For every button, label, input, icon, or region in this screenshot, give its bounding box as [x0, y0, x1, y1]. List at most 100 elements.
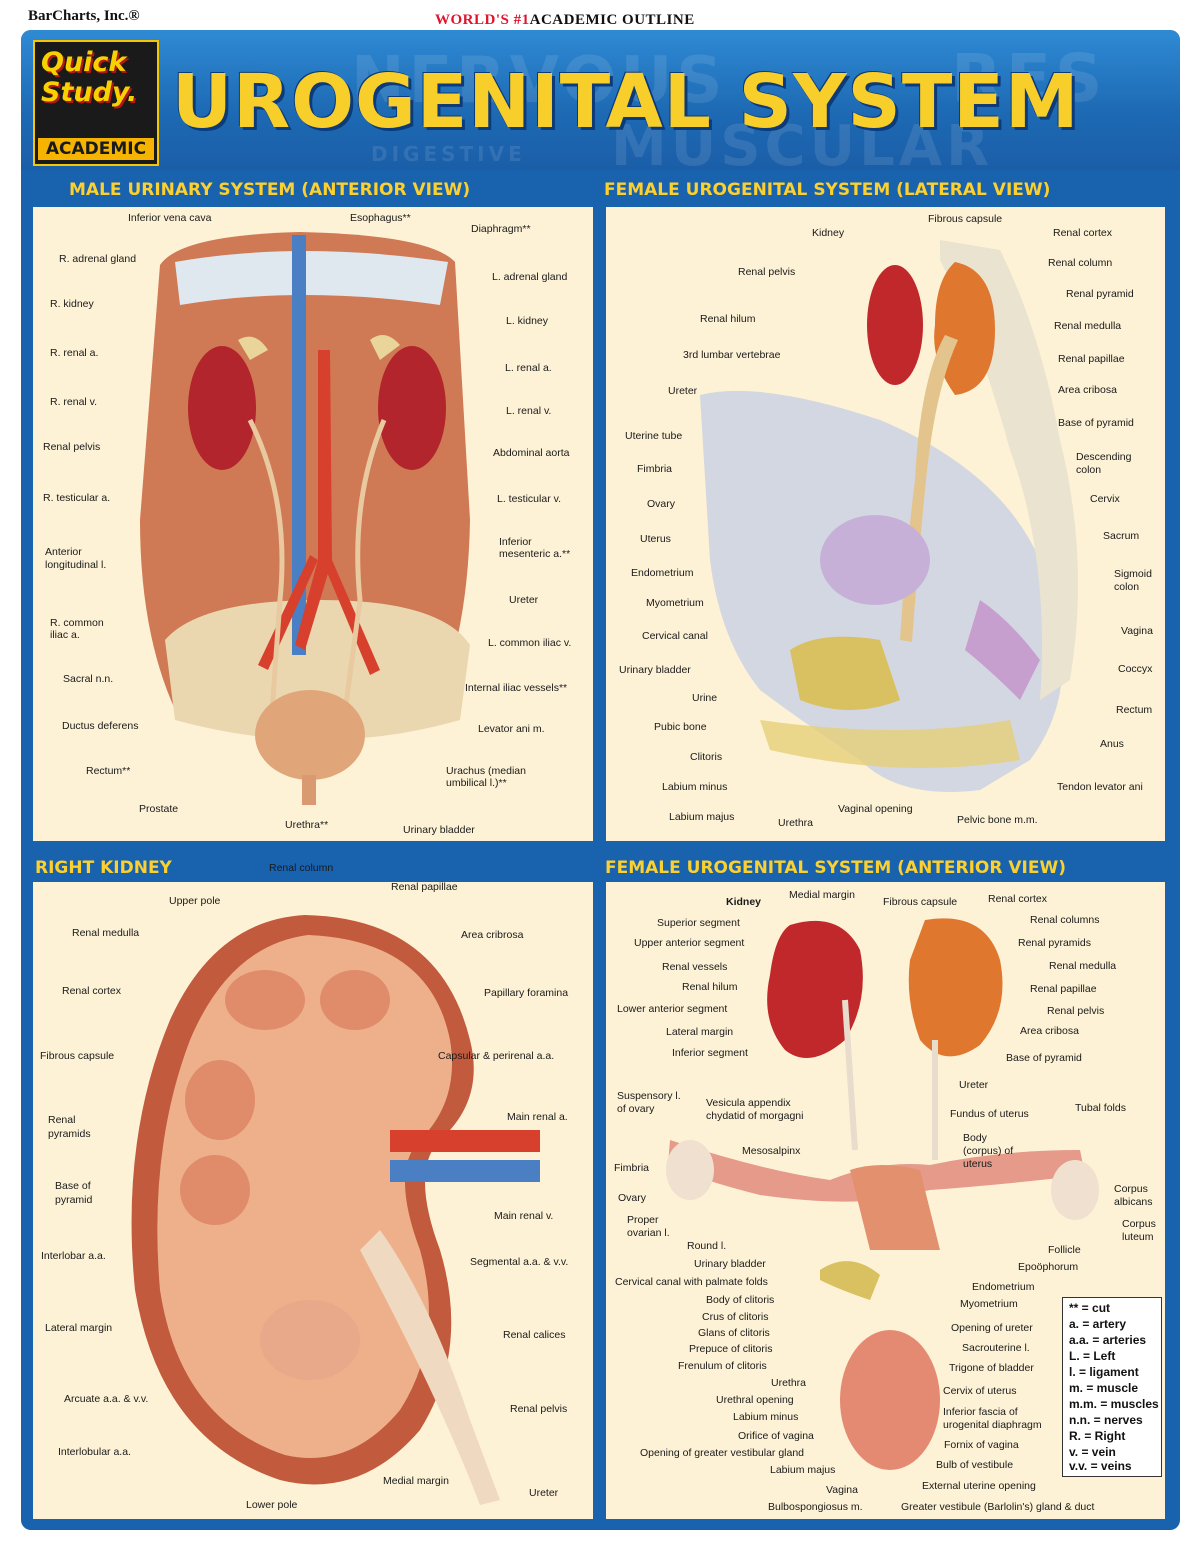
label-crus-of-clitoris: Crus of clitoris: [702, 1311, 769, 1323]
legend-item: l. = ligament: [1069, 1365, 1139, 1379]
label-vagina: Vagina: [826, 1484, 858, 1496]
label-body-of-uterus-3: uterus: [963, 1158, 992, 1170]
label-follicle: Follicle: [1048, 1244, 1081, 1256]
label-fibrous-capsule: Fibrous capsule: [40, 1050, 114, 1062]
label-diaphragm: Diaphragm**: [471, 223, 531, 235]
legend-item: n.n. = nerves: [1069, 1413, 1143, 1427]
label-cervix: Cervix: [1090, 493, 1120, 505]
label-l-testicular-v: L. testicular v.: [497, 493, 561, 505]
female-anterior-illustration: [666, 918, 1099, 1470]
label-ureter: Ureter: [529, 1487, 558, 1499]
label-prepuce-of-clitoris: Prepuce of clitoris: [689, 1343, 772, 1355]
label-vesicula-appendix-2: chydatid of morgagni: [706, 1110, 803, 1122]
abbreviation-legend: ** = cut a. = artery a.a. = arteries L. …: [1062, 1297, 1162, 1477]
label-medial-margin: Medial margin: [789, 889, 855, 901]
label-r-common-iliac-2: iliac a.: [50, 629, 80, 641]
label-renal-cortex: Renal cortex: [1053, 227, 1112, 239]
label-ureter: Ureter: [509, 594, 538, 606]
label-r-adrenal-gland: R. adrenal gland: [59, 253, 136, 265]
label-descending-colon-1: Descending: [1076, 451, 1131, 463]
label-r-common-iliac-1: R. common: [50, 617, 104, 629]
label-renal-pelvis: Renal pelvis: [510, 1403, 567, 1415]
label-sacrouterine-l: Sacrouterine l.: [962, 1342, 1030, 1354]
label-uterine-tube: Uterine tube: [625, 430, 682, 442]
label-kidney: Kidney: [812, 227, 844, 239]
label-inferior-vena-cava: Inferior vena cava: [128, 212, 211, 224]
label-renal-pyramids: Renal pyramids: [1018, 937, 1091, 949]
label-epoophorum: Epoöphorum: [1018, 1261, 1078, 1273]
label-coccyx: Coccyx: [1118, 663, 1152, 675]
label-urachus-2: umbilical l.)**: [446, 777, 507, 789]
label-lower-pole: Lower pole: [246, 1499, 297, 1511]
label-renal-pelvis: Renal pelvis: [1047, 1005, 1104, 1017]
label-renal-papillae: Renal papillae: [391, 881, 458, 893]
label-renal-cortex: Renal cortex: [62, 985, 121, 997]
label-myometrium: Myometrium: [960, 1298, 1018, 1310]
label-inferior-segment: Inferior segment: [672, 1047, 748, 1059]
label-renal-pyramids-2: pyramids: [48, 1128, 91, 1140]
label-interlobular-aa: Interlobular a.a.: [58, 1446, 131, 1458]
label-fibrous-capsule: Fibrous capsule: [883, 896, 957, 908]
label-urinary-bladder: Urinary bladder: [694, 1258, 766, 1270]
label-anterior-longitudinal-1: Anterior: [45, 546, 82, 558]
label-base-of-pyramid: Base of pyramid: [1006, 1052, 1082, 1064]
label-renal-medulla: Renal medulla: [72, 927, 139, 939]
label-lower-anterior-segment: Lower anterior segment: [617, 1003, 727, 1015]
label-r-renal-a: R. renal a.: [50, 347, 98, 359]
label-cervix-of-uterus: Cervix of uterus: [943, 1385, 1017, 1397]
label-labium-minus: Labium minus: [662, 781, 727, 793]
label-arcuate-aa-vv: Arcuate a.a. & v.v.: [64, 1393, 148, 1405]
label-body-of-clitoris: Body of clitoris: [706, 1294, 774, 1306]
label-papillary-foramina: Papillary foramina: [484, 987, 568, 999]
label-renal-pyramid: Renal pyramid: [1066, 288, 1134, 300]
label-rectum: Rectum**: [86, 765, 130, 777]
label-proper-ovarian-1: Proper: [627, 1214, 659, 1226]
label-urine: Urine: [692, 692, 717, 704]
label-renal-papillae: Renal papillae: [1030, 983, 1097, 995]
label-renal-medulla: Renal medulla: [1054, 320, 1121, 332]
label-renal-pyramids-1: Renal: [48, 1114, 75, 1126]
label-fundus-of-uterus: Fundus of uterus: [950, 1108, 1029, 1120]
label-segmental-aa-vv: Segmental a.a. & v.v.: [470, 1256, 568, 1268]
label-clitoris: Clitoris: [690, 751, 722, 763]
female-lateral-illustration: [700, 240, 1078, 792]
label-main-renal-v: Main renal v.: [494, 1210, 553, 1222]
label-descending-colon-2: colon: [1076, 464, 1101, 476]
label-pelvic-bone-mm: Pelvic bone m.m.: [957, 814, 1038, 826]
label-corpus-luteum-2: luteum: [1122, 1231, 1154, 1243]
label-suspensory-l-1: Suspensory l.: [617, 1090, 681, 1102]
label-inferior-fascia-2: urogenital diaphragm: [943, 1419, 1042, 1431]
label-glans-of-clitoris: Glans of clitoris: [698, 1327, 770, 1339]
label-upper-pole: Upper pole: [169, 895, 220, 907]
label-endometrium: Endometrium: [972, 1281, 1034, 1293]
label-esophagus: Esophagus**: [350, 212, 411, 224]
label-vaginal-opening: Vaginal opening: [838, 803, 913, 815]
legend-item: L. = Left: [1069, 1349, 1115, 1363]
label-renal-papillae: Renal papillae: [1058, 353, 1125, 365]
legend-item: v.v. = veins: [1069, 1459, 1132, 1473]
right-kidney-illustration: [132, 915, 540, 1505]
legend-item: v. = vein: [1069, 1445, 1116, 1459]
label-opening-greater-vestibular: Opening of greater vestibular gland: [640, 1447, 804, 1459]
legend-item: R. = Right: [1069, 1429, 1125, 1443]
label-ureter: Ureter: [959, 1079, 988, 1091]
label-pubic-bone: Pubic bone: [654, 721, 707, 733]
label-l-common-iliac-v: L. common iliac v.: [488, 637, 571, 649]
label-l-renal-a: L. renal a.: [505, 362, 552, 374]
label-medial-margin: Medial margin: [383, 1475, 449, 1487]
label-renal-column: Renal column: [1048, 257, 1112, 269]
label-levator-ani: Levator ani m.: [478, 723, 545, 735]
label-urachus-1: Urachus (median: [446, 765, 526, 777]
label-cervical-canal: Cervical canal: [642, 630, 708, 642]
label-renal-calices: Renal calices: [503, 1329, 565, 1341]
label-r-kidney: R. kidney: [50, 298, 94, 310]
label-corpus-albicans-2: albicans: [1114, 1196, 1153, 1208]
label-l-kidney: L. kidney: [506, 315, 548, 327]
label-renal-medulla: Renal medulla: [1049, 960, 1116, 972]
label-vagina: Vagina: [1121, 625, 1153, 637]
label-anterior-longitudinal-2: longitudinal l.: [45, 559, 106, 571]
label-round-l: Round l.: [687, 1240, 726, 1252]
label-mesosalpinx: Mesosalpinx: [742, 1145, 800, 1157]
legend-item: ** = cut: [1069, 1301, 1110, 1315]
